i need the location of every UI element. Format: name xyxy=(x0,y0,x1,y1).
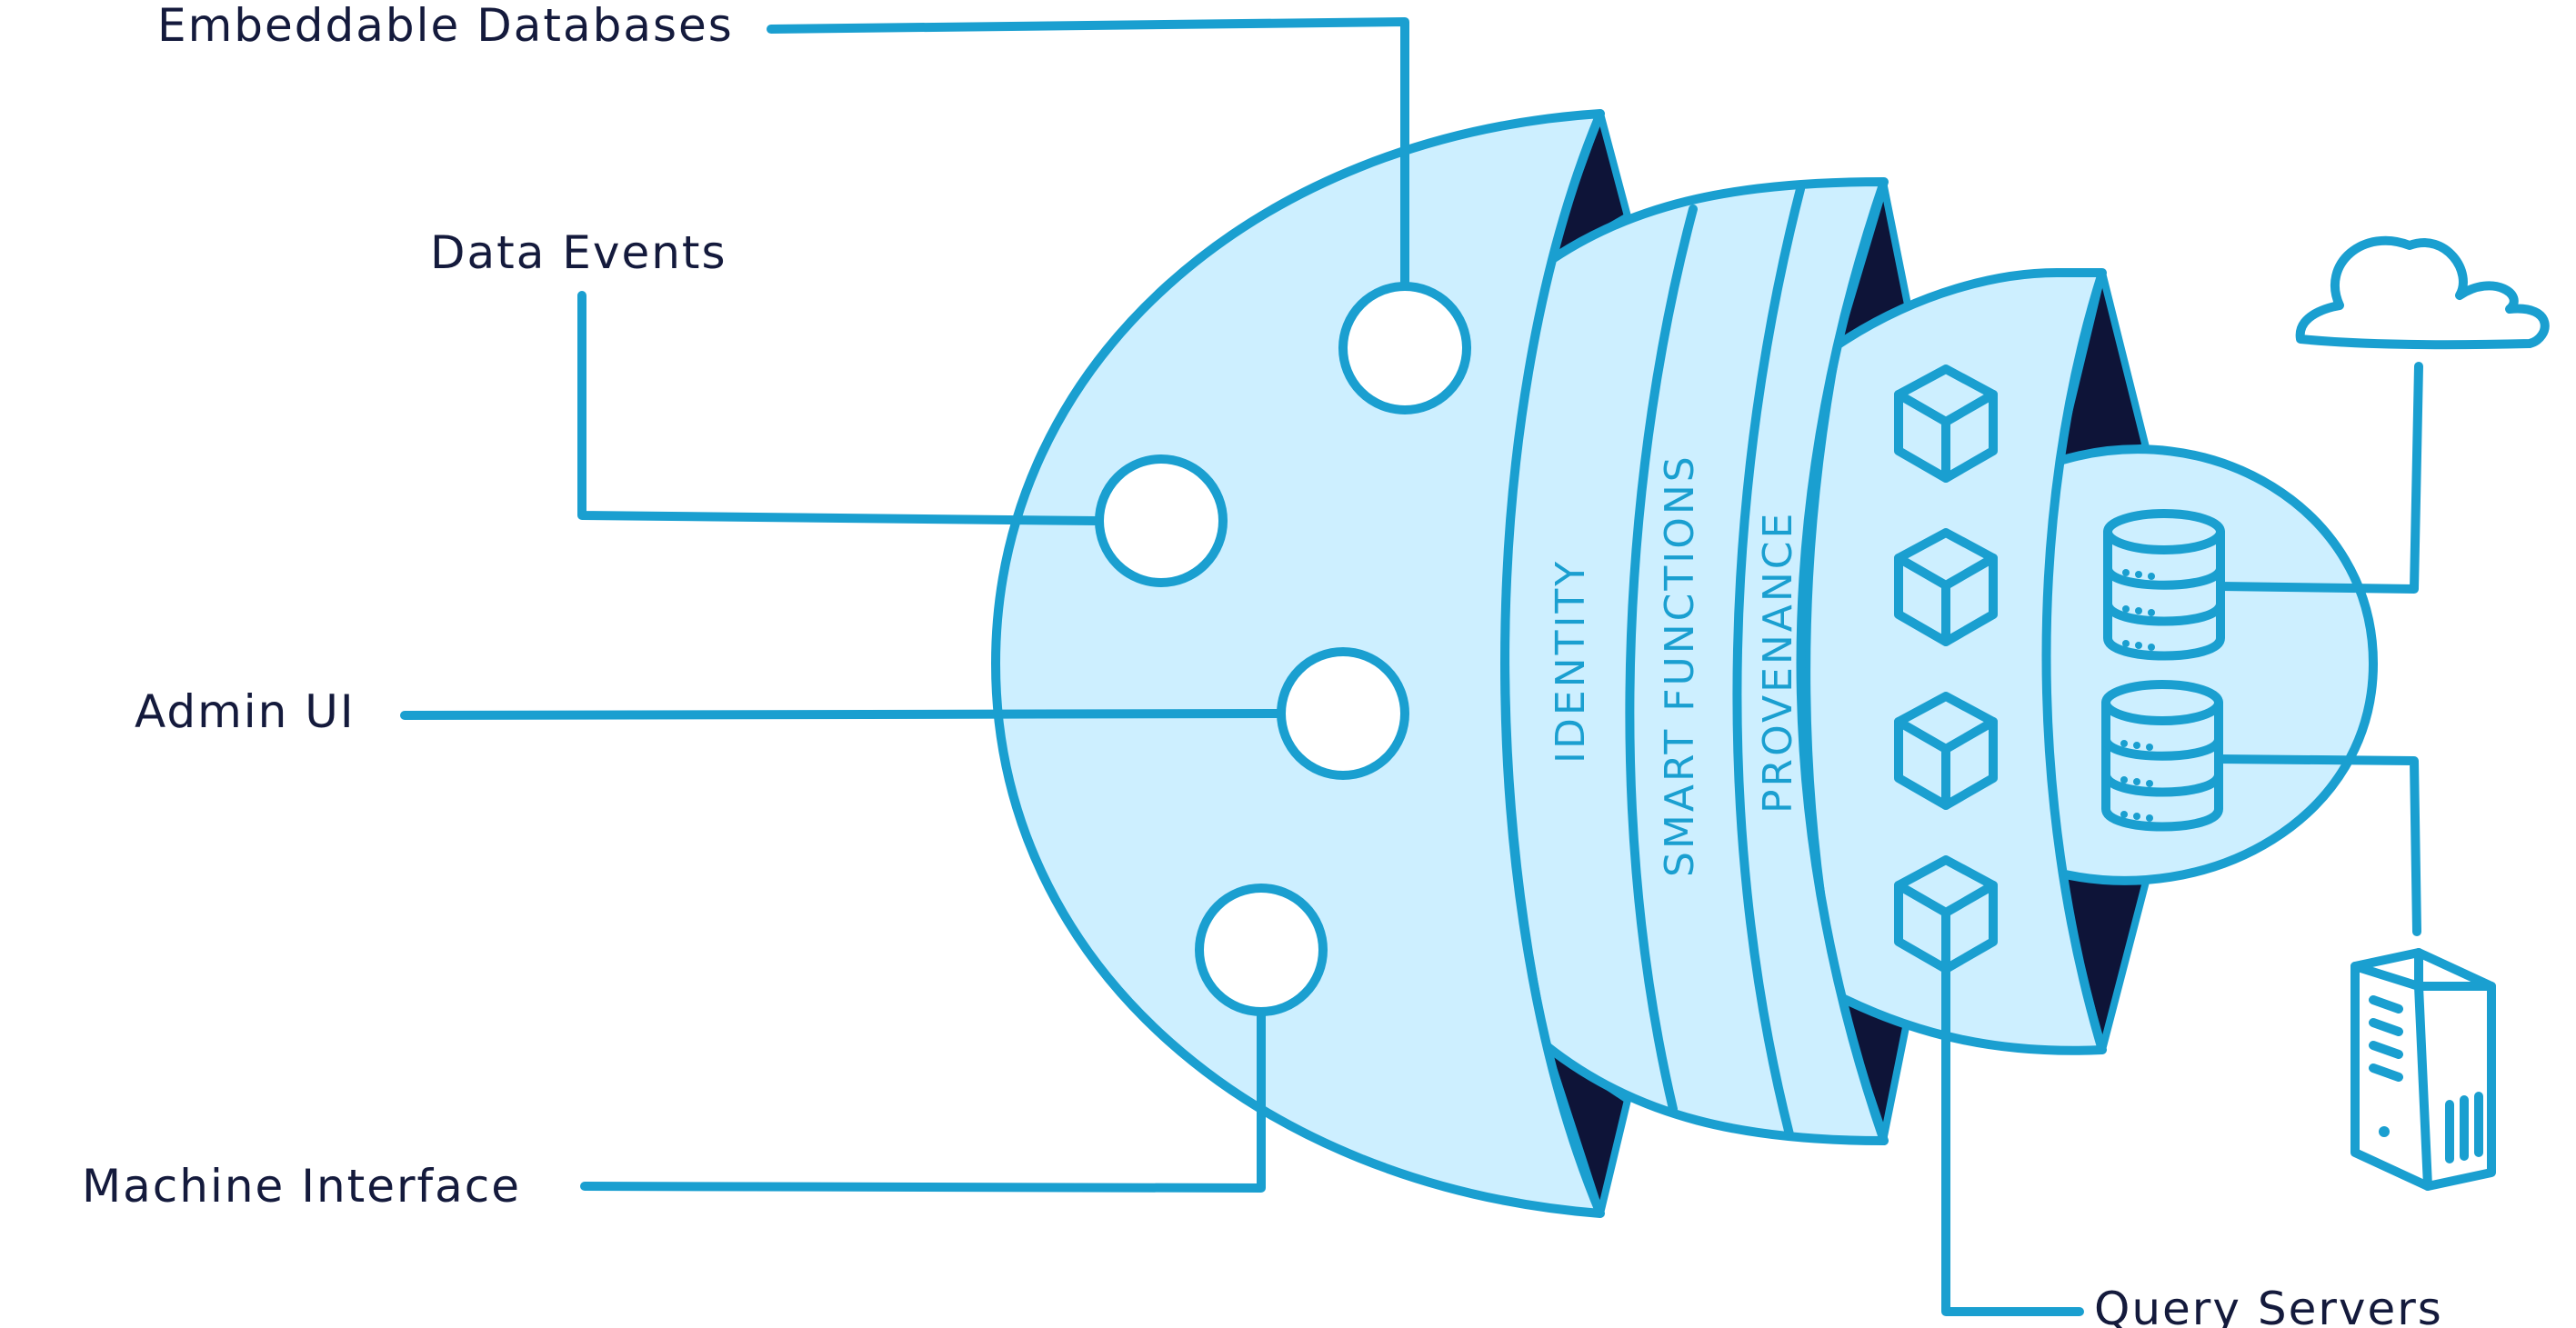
interface-hole-embeddable-databases xyxy=(1338,282,1471,414)
interface-hole-data-events xyxy=(1095,454,1228,587)
connector-machine-interface xyxy=(580,1004,1266,1193)
layer-divider-2 xyxy=(1732,185,1805,1139)
cube-icon xyxy=(1894,364,1998,483)
layer-label-smart-functions: SMART FUNCTIONS xyxy=(1657,454,1703,877)
label-query-servers: Query Servers xyxy=(2094,1283,2443,1328)
connector-embeddable-databases xyxy=(767,17,1409,291)
connector-cloud xyxy=(2216,362,2423,594)
cube-icon xyxy=(1894,528,1998,646)
cube-icon xyxy=(1894,692,1998,810)
interface-hole-machine-interface xyxy=(1195,884,1328,1016)
layer-label-provenance: PROVENANCE xyxy=(1755,511,1801,814)
label-data-events: Data Events xyxy=(430,226,727,279)
connector-data-events xyxy=(577,291,1102,525)
layer-divider-1 xyxy=(1625,205,1698,1113)
interface-hole-admin-ui xyxy=(1277,647,1409,780)
cloud-icon xyxy=(2295,235,2550,350)
connector-query-servers xyxy=(1941,964,2084,1316)
database-icon xyxy=(2101,680,2223,832)
label-embeddable-databases: Embeddable Databases xyxy=(157,0,734,52)
database-icon xyxy=(2103,509,2225,661)
label-machine-interface: Machine Interface xyxy=(82,1160,521,1213)
server-tower-icon xyxy=(2350,948,2496,1191)
connector-server xyxy=(2214,754,2421,936)
layer-label-identity: IDENTITY xyxy=(1548,559,1594,764)
label-admin-ui: Admin UI xyxy=(135,685,356,738)
connector-admin-ui xyxy=(400,709,1287,720)
